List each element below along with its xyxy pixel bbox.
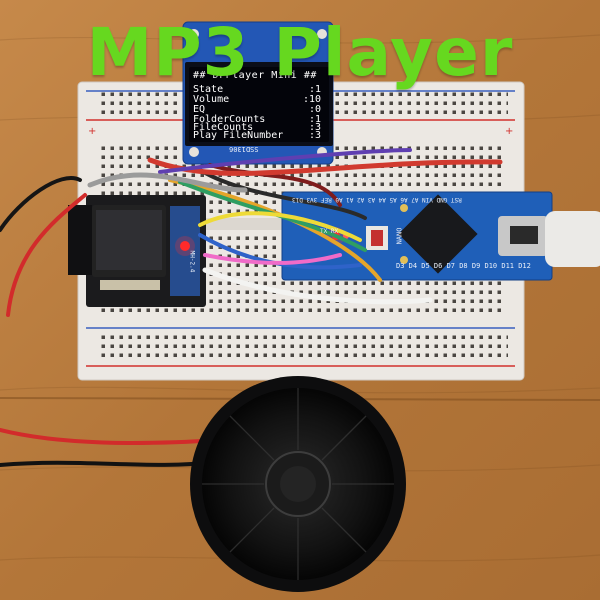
nano-board-label: NANO: [395, 227, 404, 245]
oled-label-eq: EQ: [193, 104, 206, 115]
oled-label-volume: Volume: [193, 94, 230, 105]
oled-value-state: :1: [308, 84, 321, 95]
speaker: [190, 376, 406, 592]
oled-value-volume: :10: [302, 94, 321, 105]
oled-value-play-file-number: :3: [308, 130, 321, 141]
oled-screen: ## DFPlayer Mini ## State :1 Volume :10 …: [189, 67, 329, 142]
mp3-module-label: MH-2.4: [188, 250, 196, 273]
nano-pins-bottom: D3 D4 D5 D6 D7 D8 D9 D10 D11 D12: [396, 262, 531, 270]
mp3-module: [68, 195, 206, 307]
nano-led-labels: TX RX: [320, 228, 339, 235]
oled-value-file-counts: :3: [308, 122, 321, 133]
oled-label-file-counts: FileCounts: [193, 122, 254, 133]
oled-label-play-file-number: Play FileNumber: [193, 130, 284, 141]
oled-value-eq: :0: [308, 104, 321, 115]
svg-text:+: +: [88, 126, 96, 137]
usb-cable: [545, 211, 600, 267]
arduino-nano: [281, 191, 553, 281]
jumper-wires: [0, 148, 503, 467]
oled-label-folder-counts: FolderCounts: [193, 114, 266, 125]
oled-pcb-label: SSD1306: [229, 145, 259, 153]
nano-pins-top: RST GND VIN A7 A6 A5 A4 A3 A2 A1 A0 REF …: [292, 196, 462, 203]
svg-text:+: +: [505, 126, 513, 137]
oled-label-state: State: [193, 84, 224, 95]
oled-header: ## DFPlayer Mini ##: [193, 70, 317, 81]
oled-value-folder-counts: :1: [308, 114, 321, 125]
title-text: MP3 Player: [86, 14, 514, 91]
